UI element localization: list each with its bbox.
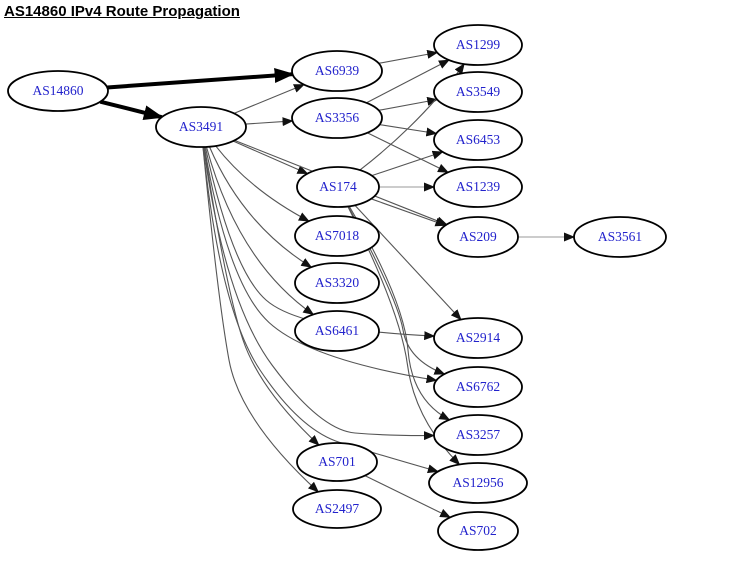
node-AS3491[interactable]: AS3491 [155,106,247,148]
node-label-AS6453: AS6453 [456,132,501,147]
node-label-AS3491: AS3491 [179,119,223,134]
edge-AS174-AS3257 [348,205,451,421]
node-AS6939[interactable]: AS6939 [291,50,383,92]
node-AS6762[interactable]: AS6762 [433,366,523,408]
edge-AS3491-AS701 [203,146,320,446]
edge-AS3491-AS3356 [245,117,294,127]
edge-AS174-AS12956 [347,206,461,466]
node-ellipse-AS6939[interactable] [291,50,383,92]
edge-AS174-AS2914 [354,204,462,321]
node-ellipse-AS6762[interactable] [433,366,523,408]
node-label-AS174: AS174 [319,179,357,194]
node-ellipse-AS3549[interactable] [433,71,523,113]
node-AS3549[interactable]: AS3549 [433,71,523,113]
node-label-AS3356: AS3356 [315,110,360,125]
edge-AS174-AS6762 [347,206,446,375]
node-AS209[interactable]: AS209 [437,216,519,258]
edge-AS701-AS702 [364,475,452,518]
node-ellipse-AS3320[interactable] [294,262,380,304]
node-AS6453[interactable]: AS6453 [433,119,523,161]
node-AS2497[interactable]: AS2497 [292,489,382,529]
node-label-AS3549: AS3549 [456,84,501,99]
node-ellipse-AS14860[interactable] [7,70,109,112]
node-ellipse-AS1239[interactable] [433,166,523,208]
node-AS174[interactable]: AS174 [296,166,380,208]
node-label-AS2914: AS2914 [456,330,501,345]
node-label-AS1239: AS1239 [456,179,501,194]
node-label-AS3320: AS3320 [315,275,360,290]
edge-layer [99,49,575,518]
edge-AS3491-AS174 [232,140,309,175]
edge-AS3356-AS1239 [367,132,449,173]
node-ellipse-AS2914[interactable] [433,317,523,359]
edge-AS6939-AS1299 [378,49,439,64]
node-label-AS209: AS209 [459,229,497,244]
edge-AS3356-AS1299 [366,59,450,104]
edge-AS3491-AS2497 [202,146,319,493]
node-ellipse-AS6461[interactable] [294,310,380,352]
node-ellipse-AS3257[interactable] [433,414,523,456]
node-AS3356[interactable]: AS3356 [291,97,383,139]
node-AS3257[interactable]: AS3257 [433,414,523,456]
node-ellipse-AS3491[interactable] [155,106,247,148]
node-AS12956[interactable]: AS12956 [428,462,528,504]
node-label-AS6939: AS6939 [315,63,360,78]
node-ellipse-AS7018[interactable] [294,215,380,257]
edge-AS3491-AS6939 [233,84,305,114]
edge-AS3491-AS6762 [203,146,438,384]
node-ellipse-AS702[interactable] [437,511,519,551]
edge-AS174-AS209 [370,198,447,227]
node-ellipse-AS701[interactable] [296,442,378,482]
edge-AS3356-AS3549 [378,96,439,111]
node-AS2914[interactable]: AS2914 [433,317,523,359]
node-AS3561[interactable]: AS3561 [573,216,667,258]
node-label-AS14860: AS14860 [32,83,83,98]
page-title: AS14860 IPv4 Route Propagation [4,3,240,20]
node-label-AS7018: AS7018 [315,228,360,243]
edge-AS14860-AS6939 [107,67,295,90]
node-AS14860[interactable]: AS14860 [7,70,109,112]
node-ellipse-AS174[interactable] [296,166,380,208]
node-label-AS6461: AS6461 [315,323,359,338]
node-label-AS3257: AS3257 [456,427,501,442]
edge-AS14860-AS3491 [99,99,164,121]
node-AS701[interactable]: AS701 [296,442,378,482]
node-label-AS702: AS702 [459,523,497,538]
node-label-AS2497: AS2497 [315,501,360,516]
edge-AS3491-AS7018 [215,145,310,222]
node-ellipse-AS6453[interactable] [433,119,523,161]
edge-AS3491-AS3320 [208,146,313,268]
node-AS3320[interactable]: AS3320 [294,262,380,304]
node-label-AS701: AS701 [318,454,356,469]
node-label-AS6762: AS6762 [456,379,500,394]
edge-AS174-AS6453 [371,150,444,177]
node-ellipse-AS209[interactable] [437,216,519,258]
node-ellipse-AS2497[interactable] [292,489,382,529]
node-ellipse-AS3561[interactable] [573,216,667,258]
node-label-AS12956: AS12956 [452,475,503,490]
node-label-AS1299: AS1299 [456,37,501,52]
node-AS702[interactable]: AS702 [437,511,519,551]
node-label-AS3561: AS3561 [598,229,642,244]
edge-AS3491-AS3257 [203,146,436,441]
node-AS7018[interactable]: AS7018 [294,215,380,257]
node-ellipse-AS1299[interactable] [433,24,523,66]
node-AS1239[interactable]: AS1239 [433,166,523,208]
node-AS1299[interactable]: AS1299 [433,24,523,66]
node-ellipse-AS3356[interactable] [291,97,383,139]
node-AS6461[interactable]: AS6461 [294,310,380,352]
edge-AS3491-AS12956 [202,146,439,474]
node-ellipse-AS12956[interactable] [428,462,528,504]
edge-AS3491-AS6461 [205,146,315,316]
